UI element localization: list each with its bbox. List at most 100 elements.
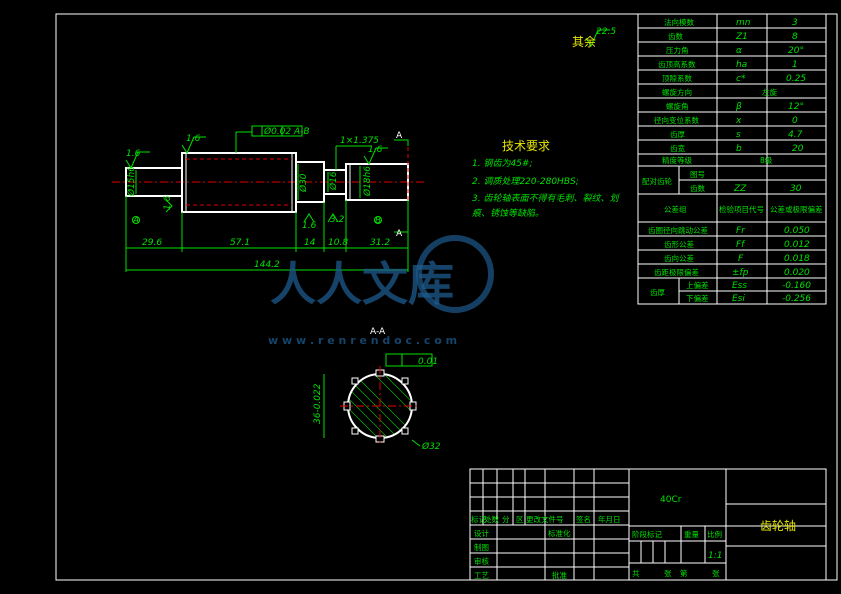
tech-req-item-2: 2. 调质处理220-280HBS; <box>472 176 579 187</box>
tb-label-mark: 标记 <box>471 514 486 524</box>
sf-mark-3: 1.6 <box>368 145 383 155</box>
thick-lower-val: -0.256 <box>782 294 811 304</box>
param-val-3: 1 <box>792 60 798 70</box>
tb-label-fen: 分 <box>502 515 510 524</box>
dim-total: 144.2 <box>254 260 280 270</box>
param-val-8: 4.7 <box>788 130 803 140</box>
watermark: 人人文库 w w w . r e n r e n d o c . c o m <box>268 235 494 347</box>
tb-process: 工艺 <box>474 571 489 580</box>
tolerance-frame <box>251 125 303 137</box>
tol-sym-1: Ff <box>736 240 746 250</box>
tb-label-date: 年月日 <box>598 514 621 524</box>
tol-header-group: 公差组 <box>664 204 687 214</box>
watermark-url: w w w . r e n r e n d o c . c o m <box>268 334 457 347</box>
mate-label: 配对齿轮 <box>642 176 672 186</box>
tb-label-count: 处数 <box>484 514 499 524</box>
material-name: 40Cr <box>660 495 682 505</box>
sf-mark-2: 1.6 <box>186 134 201 144</box>
mate-val: 30 <box>790 184 802 194</box>
param-val-6: 12° <box>788 102 804 112</box>
tech-req-item-4: 痕、锈蚀等缺陷。 <box>472 208 544 219</box>
tol-sym-2: F <box>738 254 744 264</box>
tb-sheet-d: 张 <box>712 569 720 578</box>
tb-sheet-c: 第 <box>680 568 688 578</box>
param-name-2: 压力角 <box>666 45 689 55</box>
param-sym-3: ha <box>736 60 747 70</box>
tol-name-0: 齿圈径向跳动公差 <box>648 225 708 235</box>
title-block <box>469 468 827 581</box>
tol-val-3: 0.020 <box>784 268 810 278</box>
tb-approve: 批准 <box>552 570 567 580</box>
param-sym-4: c* <box>736 74 746 84</box>
param-name-1: 齿数 <box>668 31 683 41</box>
datum-a-marker: A <box>132 216 139 226</box>
tech-req-item-3: 3. 齿轮轴表面不得有毛刺、裂纹、划 <box>472 193 620 204</box>
tb-sheet-a: 共 <box>632 569 640 578</box>
tb-label-qu: 区 <box>516 515 524 524</box>
param-name-6: 螺旋角 <box>666 101 689 111</box>
section-tol-value: 0.01 <box>418 357 438 367</box>
tol-val-1: 0.012 <box>784 240 810 250</box>
param-name-4: 顶隙系数 <box>662 73 692 83</box>
tol-val-0: 0.050 <box>784 226 810 236</box>
tech-req-item-1: 1. 钢齿为45#; <box>472 158 532 169</box>
param-val-2: 20° <box>788 46 804 56</box>
tol-val-2: 0.018 <box>784 254 810 264</box>
datum-b-marker: B <box>375 216 381 226</box>
param-sym-8: s <box>736 130 741 140</box>
param-val-10: 8级 <box>760 155 773 165</box>
param-name-5: 螺旋方向 <box>662 87 692 97</box>
gear-parameter-table <box>637 13 827 305</box>
tb-sheet-b: 张 <box>664 569 672 578</box>
param-name-8: 齿厚 <box>670 130 685 139</box>
param-name-3: 齿顶高系数 <box>658 59 696 69</box>
dia-16: Ø16 <box>328 171 339 191</box>
dia-15h6: Ø15h6 <box>126 166 137 197</box>
tol-sym-3: ±fp <box>732 268 749 278</box>
param-name-10: 精度等级 <box>662 155 692 165</box>
tolerance-frame-text: Ø0.02 A-B <box>263 126 310 137</box>
param-val-7: 0 <box>792 116 798 126</box>
param-sym-7: x <box>735 116 742 126</box>
tech-req-title: 技术要求 <box>502 139 550 153</box>
param-val-0: 3 <box>792 18 798 28</box>
tb-design: 设计 <box>474 528 489 538</box>
tb-review: 审核 <box>474 556 489 566</box>
tol-name-2: 齿向公差 <box>664 253 694 263</box>
dim-57-1: 57.1 <box>230 238 250 248</box>
dimension-lines <box>125 131 409 272</box>
param-sym-0: mn <box>736 18 751 28</box>
surface-finish-marks <box>125 29 610 224</box>
param-sym-2: α <box>736 46 742 56</box>
dim-chamfer: 1×1.375 <box>340 136 379 146</box>
thick-upper: 上偏差 <box>686 280 709 290</box>
section-side-dim: 36-0.022 <box>313 383 323 424</box>
surface-rest-label: 其余 <box>572 34 596 49</box>
scale-value: 1:1 <box>708 551 722 561</box>
sf-mark-1: 1.6 <box>126 149 141 159</box>
shaft-main-view <box>112 140 425 232</box>
tb-label-sign: 签名 <box>576 514 591 524</box>
tol-header-value: 公差或极限偏差 <box>770 204 823 214</box>
part-name: 齿轮轴 <box>760 518 796 533</box>
tb-weight: 重量 <box>684 530 699 539</box>
thick-upper-sym: Ess <box>732 281 747 291</box>
tb-stage: 阶段标记 <box>632 529 662 539</box>
tb-draw: 制图 <box>474 542 489 552</box>
tol-sym-0: Fr <box>736 226 746 236</box>
sf-mark-6: 3.2 <box>330 215 345 225</box>
watermark-text: 人人文库 <box>270 257 454 311</box>
section-title: A-A <box>370 327 386 337</box>
param-name-9: 齿宽 <box>670 143 685 153</box>
param-val-1: 8 <box>792 32 798 42</box>
dim-31-2: 31.2 <box>370 238 390 248</box>
tb-label-file: 更改文件号 <box>526 514 564 524</box>
surface-rest-value: 22.5 <box>596 27 616 37</box>
tol-name-1: 齿形公差 <box>664 239 694 249</box>
param-val-5: 左旋 <box>762 87 777 97</box>
section-mark-top: A <box>396 131 403 141</box>
tb-ratio: 比例 <box>707 529 722 539</box>
thick-lower-sym: Esi <box>732 294 745 304</box>
section-view <box>323 353 433 447</box>
